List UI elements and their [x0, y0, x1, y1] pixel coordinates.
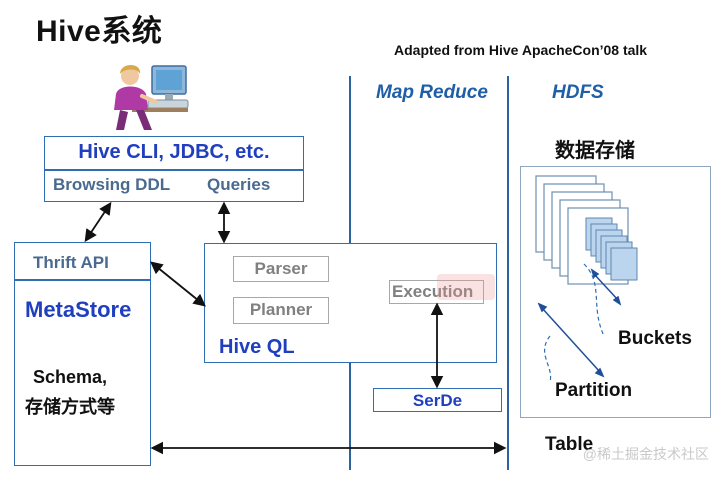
- serde-label: SerDe: [412, 391, 463, 410]
- watermark: @稀土掘金技术社区: [582, 446, 709, 462]
- execution-box: Execution: [389, 280, 484, 304]
- client-box-separator: [45, 169, 303, 171]
- parser-label: Parser: [254, 259, 308, 278]
- bucket-curve-arrow: [583, 263, 605, 337]
- buckets-label: Buckets: [618, 328, 692, 349]
- partition-curve-arrow: [544, 335, 552, 383]
- client-metastore-arrow: [84, 201, 112, 243]
- credit-note: Adapted from Hive ApacheCon’08 talk: [394, 42, 648, 58]
- serde-box: SerDe: [373, 388, 502, 412]
- metastore-box: Thrift API MetaStore Schema, 存储方式等: [14, 242, 151, 466]
- bucket-files: [585, 217, 638, 281]
- partition-label: Partition: [555, 380, 633, 401]
- hiveql-box: Parser Planner Hive QL Execution: [204, 243, 497, 363]
- divider-hdfs: [507, 76, 509, 470]
- partition-arrow: [537, 302, 605, 378]
- queries-label: Queries: [207, 175, 271, 194]
- data-storage-label: 数据存储: [555, 140, 635, 162]
- execution-label: Execution: [392, 282, 474, 301]
- execution-highlight: [437, 274, 495, 300]
- planner-label: Planner: [249, 300, 313, 319]
- thrift-separator: [15, 279, 150, 281]
- hdfs-heading: HDFS: [552, 82, 604, 103]
- hiveql-label: Hive QL: [219, 336, 295, 358]
- page-title: Hive系统: [36, 15, 163, 48]
- browsing-ddl-label: Browsing DDL: [53, 175, 171, 194]
- schema-label: Schema,: [33, 367, 108, 387]
- metastore-hiveql-arrow: [150, 261, 206, 307]
- bucket-arrow: [590, 268, 622, 306]
- user-at-computer-icon: [114, 65, 189, 130]
- thrift-api-label: Thrift API: [33, 253, 109, 272]
- parser-box: Parser: [233, 256, 329, 282]
- client-box: Hive CLI, JDBC, etc. Browsing DDL Querie…: [44, 136, 304, 202]
- metastore-label: MetaStore: [25, 297, 132, 322]
- client-box-title: Hive CLI, JDBC, etc.: [78, 141, 270, 163]
- table-label: Table: [545, 434, 594, 455]
- hdfs-storage-graphic: [535, 175, 638, 383]
- planner-box: Planner: [233, 297, 329, 324]
- map-reduce-heading: Map Reduce: [376, 82, 488, 103]
- storage-method-label: 存储方式等: [25, 397, 115, 417]
